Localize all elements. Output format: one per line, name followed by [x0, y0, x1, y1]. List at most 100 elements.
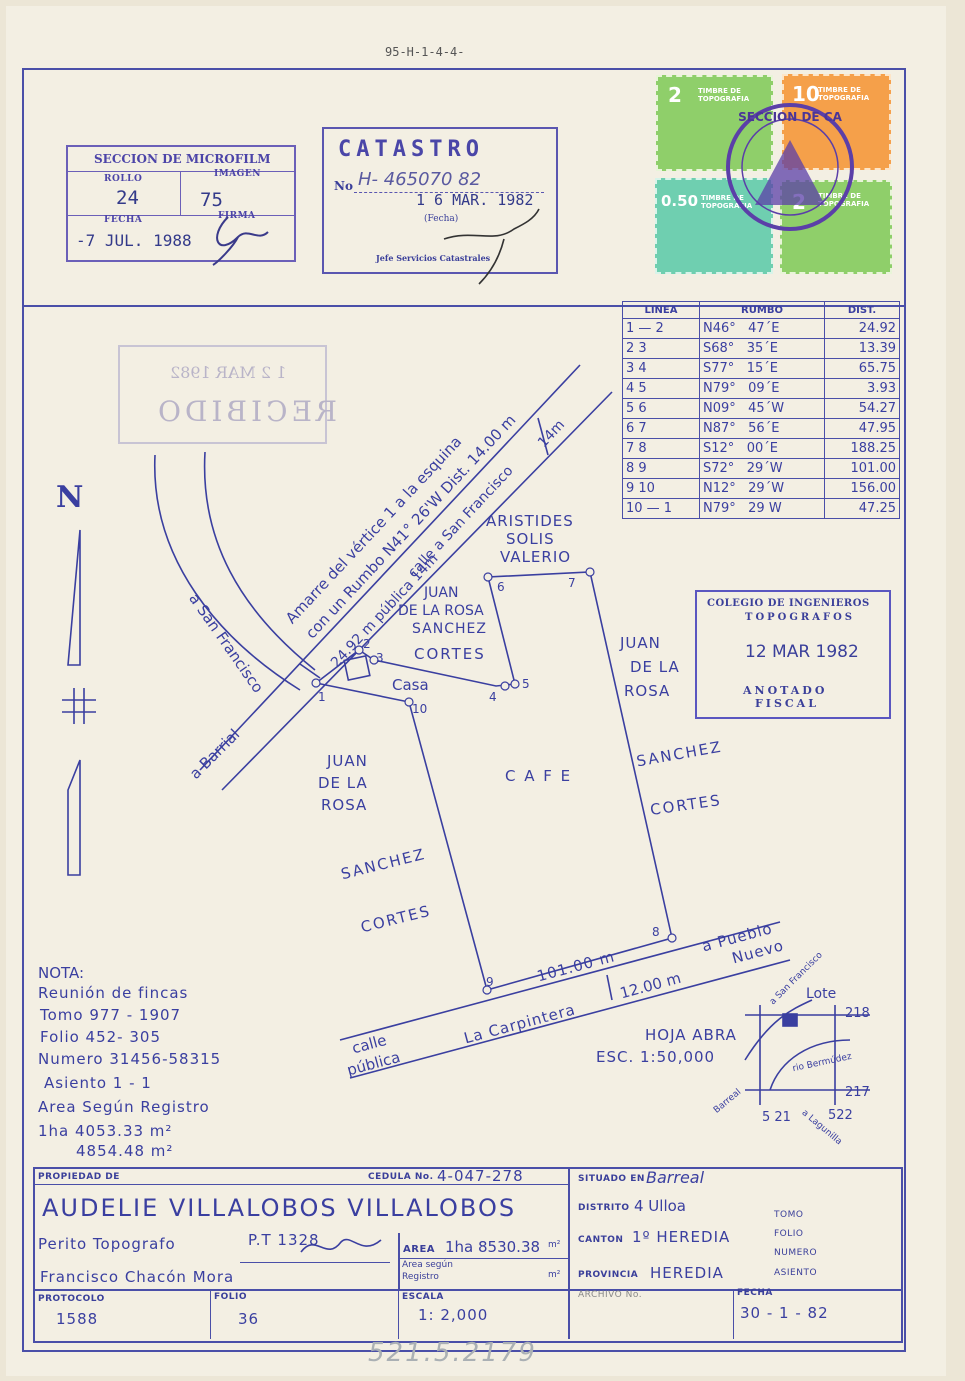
cell-dist: 188.25	[824, 438, 900, 459]
cell-linea: 3 4	[622, 358, 700, 379]
folio-value: 36	[238, 1310, 260, 1328]
vertex-marker-9	[482, 985, 492, 995]
locator-521: 5 21	[762, 1110, 791, 1125]
area-registro-unit: m²	[548, 1270, 561, 1280]
locator-218: 218	[845, 1006, 870, 1021]
rollo-label: ROLLO	[104, 174, 143, 184]
cell-dist: 47.95	[824, 418, 900, 439]
cell-rumbo: N87° 56´E	[699, 418, 825, 439]
cell-rumbo: S68° 35´E	[699, 338, 825, 359]
escala-label: ESCALA	[402, 1292, 444, 1302]
area-divider	[398, 1233, 400, 1291]
cell-rumbo: N79° 29 W	[699, 498, 825, 519]
timbre-2-value: 10	[792, 82, 820, 106]
perito-label: Perito Topografo	[38, 1235, 176, 1253]
colegio-line4: FISCAL	[755, 697, 819, 710]
timbre-stamp-1: 2 TIMBRE DE TOPOGRAFIA	[656, 75, 773, 171]
rollo-value: 24	[116, 187, 139, 209]
fecha-label: FECHA	[104, 215, 143, 225]
cell-linea: 10 — 1	[622, 498, 700, 519]
tie-line	[299, 663, 321, 679]
dist-arrow-14m	[537, 417, 549, 456]
area-registro-label-1: Area según	[402, 1260, 453, 1270]
situado-value: Barreal	[646, 1168, 705, 1187]
locator-roads	[744, 999, 851, 1091]
area-unit: m²	[548, 1240, 561, 1250]
vertex-marker-6	[483, 572, 493, 582]
vertex-label-10: 10	[412, 702, 428, 716]
area-label: AREA	[403, 1244, 436, 1255]
vertex-label-1: 1	[318, 690, 326, 704]
bottom-road-edge-2	[349, 959, 791, 1079]
catastro-title: CATASTRO	[338, 137, 484, 162]
timbre-4-label: TIMBRE DE TOPOGRAFIA	[818, 192, 870, 208]
vertex-marker-1	[311, 678, 321, 688]
vertex-marker-8	[667, 933, 677, 943]
north-label: N	[56, 480, 84, 515]
imagen-label: IMAGEN	[214, 169, 261, 179]
vertex-label-9: 9	[486, 975, 494, 989]
nota-line-4: Numero 31456-58315	[38, 1050, 222, 1068]
juan-left-line-2: DE LA	[318, 774, 368, 792]
aristides-line-3: VALERIO	[500, 548, 572, 566]
vertex-label-7: 7	[568, 576, 576, 590]
bottom-handwritten-number: 521.5.2179	[368, 1338, 537, 1368]
catastro-no-label: No	[334, 179, 353, 193]
cell-dist: 65.75	[824, 358, 900, 379]
folio-right-label: FOLIO	[774, 1229, 804, 1239]
nota-line-5: Asiento 1 - 1	[44, 1074, 152, 1092]
tomo-label: TOMO	[774, 1210, 804, 1220]
seal-text: SECCION DE CA	[738, 110, 842, 124]
fecha-block-label: FECHA	[737, 1288, 773, 1298]
imagen-value: 75	[200, 189, 223, 211]
vertex-label-8: 8	[652, 925, 660, 939]
catastro-signature	[443, 208, 540, 285]
microfilm-title: SECCION DE MICROFILM	[94, 152, 271, 166]
archivo-label: ARCHIVO No.	[578, 1290, 643, 1300]
vertex-label-3: 3	[376, 651, 384, 665]
vertex-marker-7	[585, 567, 595, 577]
locator-217: 217	[845, 1085, 870, 1100]
locator-522: 522	[828, 1108, 853, 1123]
bottom-road-edge-1	[339, 921, 781, 1041]
cell-linea: 9 10	[622, 478, 700, 499]
colegio-date: 12 MAR 1982	[745, 642, 859, 662]
vertex-marker-4	[500, 681, 510, 691]
catastro-number: H- 465070 82	[358, 169, 482, 190]
perito-signature	[300, 1238, 382, 1253]
catastro-footer: Jefe Servicios Catastrales	[376, 253, 491, 263]
fecha-block-value: 30 - 1 - 82	[740, 1304, 829, 1322]
colegio-stamp: COLEGIO DE INGENIEROS TOPOGRAFOS 12 MAR …	[695, 590, 891, 719]
juan-top-line-2: DE LA ROSA	[398, 603, 484, 619]
juan-top-line-1: JUAN	[424, 585, 459, 601]
outer-frame	[22, 68, 906, 1352]
locator-lot	[782, 1013, 798, 1027]
house-outline	[343, 654, 371, 682]
casa-label: Casa	[392, 676, 429, 694]
canton-label: CANTON	[578, 1235, 624, 1245]
cell-linea: 5 6	[622, 398, 700, 419]
numero-label: NUMERO	[774, 1248, 818, 1258]
aristides-line-1: ARISTIDES	[486, 512, 574, 530]
timbre-1-value: 2	[668, 83, 682, 107]
perito-pt: P.T 1328	[248, 1231, 320, 1249]
timbre-2-label: TIMBRE DE TOPOGRAFIA	[818, 86, 870, 102]
reference-number: 95-H-1-4-4-	[385, 45, 465, 59]
nota-line-3: Folio 452- 305	[40, 1028, 161, 1046]
vertex-label-4: 4	[489, 690, 497, 704]
aristides-line-2: SOLIS	[506, 530, 555, 548]
juan-right-line-1: JUAN	[620, 634, 661, 652]
juan-right-line-3: ROSA	[624, 682, 671, 700]
road-edge-1	[199, 364, 581, 771]
cell-dist: 47.25	[824, 498, 900, 519]
cell-linea: 1 — 2	[622, 318, 700, 339]
curve-road-edge-2	[203, 451, 316, 671]
propiedad-label: PROPIEDAD DE	[38, 1172, 120, 1182]
timbre-stamp-3: 0.50 TIMBRE DE TOPOGRAFIA	[655, 178, 773, 274]
